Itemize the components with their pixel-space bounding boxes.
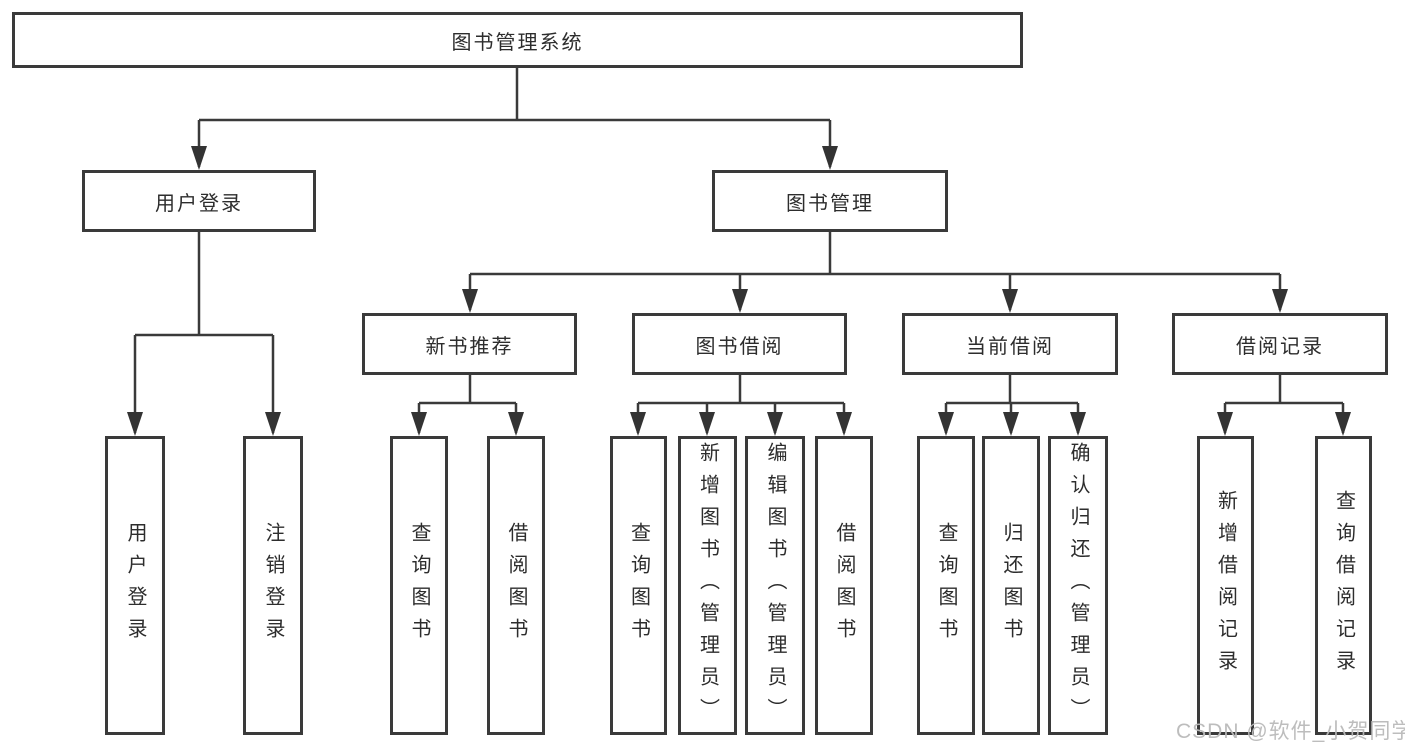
arrow-down-icon: [508, 412, 524, 436]
csdn-watermark: CSDN @软件_小贺同学: [1176, 720, 1405, 743]
arrow-down-icon: [767, 412, 783, 436]
arrow-down-icon: [1335, 412, 1351, 436]
leaf-node-label: 查询图书: [408, 521, 430, 650]
arrow-down-icon: [630, 412, 646, 436]
branch-node-label: 用户登录: [155, 192, 243, 215]
leaf-node-label: 查询图书: [627, 521, 650, 650]
arrow-down-icon: [699, 412, 715, 436]
arrow-down-icon: [1070, 412, 1086, 436]
leaf-node-label: 借阅图书: [505, 521, 527, 650]
arrow-down-icon: [127, 412, 143, 436]
module-node-label: 图书借阅: [695, 335, 784, 358]
arrow-down-icon: [1002, 289, 1018, 313]
module-node-label: 新书推荐: [425, 335, 514, 358]
arrow-down-icon: [191, 146, 207, 170]
connector-new-books-to-leaves: [411, 375, 524, 436]
leaf-node-edit-books-admin: 编辑图书（管理员）: [745, 436, 805, 735]
leaf-node-label: 注销登录: [262, 521, 284, 650]
leaf-node-label: 确认归还（管理员）: [1067, 441, 1089, 730]
connector-root-to-level2: [191, 68, 838, 170]
branch-node-user-login: 用户登录: [82, 170, 316, 232]
leaf-node-query-books-recommend: 查询图书: [390, 436, 448, 735]
branch-node-book-management: 图书管理: [712, 170, 948, 232]
leaf-node-label: 新增借阅记录: [1214, 489, 1237, 682]
module-node-current-borrow: 当前借阅: [902, 313, 1118, 375]
branch-node-label: 图书管理: [786, 192, 874, 215]
leaf-node-confirm-return-admin: 确认归还（管理员）: [1048, 436, 1108, 735]
arrow-down-icon: [265, 412, 281, 436]
leaf-node-label: 查询图书: [935, 521, 957, 650]
module-node-label: 当前借阅: [966, 335, 1054, 358]
leaf-node-label: 归还图书: [1000, 521, 1022, 650]
leaf-node-query-books-borrow: 查询图书: [610, 436, 667, 735]
arrow-down-icon: [1272, 289, 1288, 313]
connector-book-management-to-level3: [462, 232, 1288, 313]
connector-borrow-records-to-leaves: [1217, 375, 1351, 436]
arrow-down-icon: [462, 289, 478, 313]
arrow-down-icon: [1003, 412, 1019, 436]
leaf-node-add-books-admin: 新增图书（管理员）: [678, 436, 737, 735]
arrow-down-icon: [1217, 412, 1233, 436]
arrow-down-icon: [822, 146, 838, 170]
leaf-node-logout: 注销登录: [243, 436, 303, 735]
module-node-new-book-recommend: 新书推荐: [362, 313, 577, 375]
arrow-down-icon: [836, 412, 852, 436]
leaf-node-borrow-books: 借阅图书: [815, 436, 873, 735]
connector-user-login-to-leaves: [127, 232, 281, 436]
leaf-node-add-borrow-record: 新增借阅记录: [1197, 436, 1254, 735]
arrow-down-icon: [938, 412, 954, 436]
leaf-node-label: 编辑图书（管理员）: [764, 441, 786, 730]
leaf-node-user-login: 用户登录: [105, 436, 165, 735]
connector-current-borrow-to-leaves: [938, 375, 1086, 436]
leaf-node-label: 用户登录: [124, 521, 146, 650]
leaf-node-query-books-current: 查询图书: [917, 436, 975, 735]
connector-book-borrow-to-leaves: [630, 375, 852, 436]
module-node-borrow-records: 借阅记录: [1172, 313, 1388, 375]
leaf-node-label: 借阅图书: [833, 521, 855, 650]
arrow-down-icon: [732, 289, 748, 313]
module-node-book-borrow: 图书借阅: [632, 313, 847, 375]
leaf-node-return-books: 归还图书: [982, 436, 1040, 735]
leaf-node-label: 查询借阅记录: [1332, 489, 1355, 682]
leaf-node-borrow-books-recommend: 借阅图书: [487, 436, 545, 735]
root-node-library-system: 图书管理系统: [12, 12, 1023, 68]
root-node-label: 图书管理系统: [451, 31, 584, 54]
arrow-down-icon: [411, 412, 427, 436]
leaf-node-label: 新增图书（管理员）: [696, 441, 719, 730]
leaf-node-query-borrow-record: 查询借阅记录: [1315, 436, 1372, 735]
module-node-label: 借阅记录: [1236, 335, 1324, 358]
